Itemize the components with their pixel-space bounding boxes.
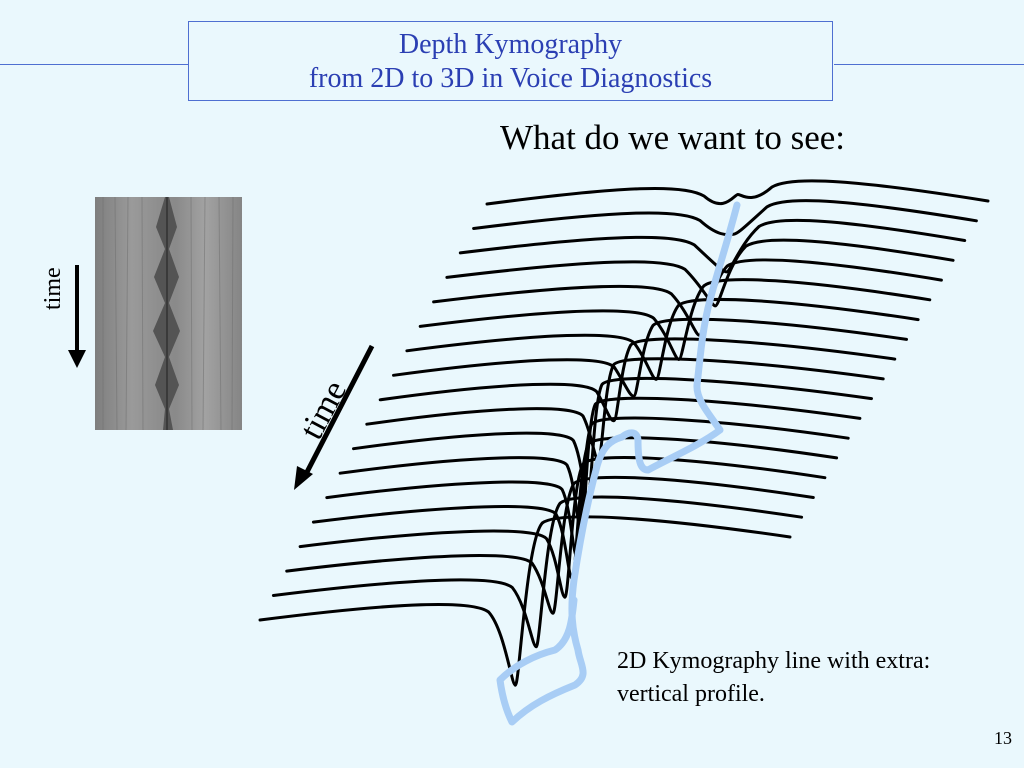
profile-curve: [271, 495, 804, 649]
subtitle: What do we want to see:: [500, 118, 846, 157]
profile-curve: [458, 218, 967, 274]
profile-curve: [432, 258, 943, 337]
caption: 2D Kymography line with extra: vertical …: [617, 645, 930, 711]
profile-curve: [285, 475, 815, 615]
kymogram-picture: [95, 197, 242, 430]
page-number: 13: [994, 728, 1012, 748]
profile-curve: [258, 515, 792, 687]
caption-line-1: 2D Kymography line with extra:: [617, 648, 931, 674]
title-line-1: Depth Kymography: [398, 29, 623, 60]
header-rule-left: [0, 64, 188, 65]
profile-curve: [472, 199, 978, 237]
profile-curve: [365, 357, 885, 462]
profile-curve: [392, 317, 908, 398]
caption-line-2: vertical profile.: [617, 681, 765, 707]
vertical-profile-line: [496, 201, 741, 726]
profile-curve: [445, 238, 955, 308]
profile-curve: [485, 179, 990, 206]
header-rule-right: [834, 64, 1024, 65]
kymogram-image: [95, 197, 242, 430]
time-arrow-big: [294, 344, 375, 490]
title-line-2: from 2D to 3D in Voice Diagnostics: [308, 63, 713, 94]
title-box: Depth Kymography from 2D to 3D in Voice …: [188, 21, 833, 101]
time-arrow-small: [68, 265, 86, 368]
